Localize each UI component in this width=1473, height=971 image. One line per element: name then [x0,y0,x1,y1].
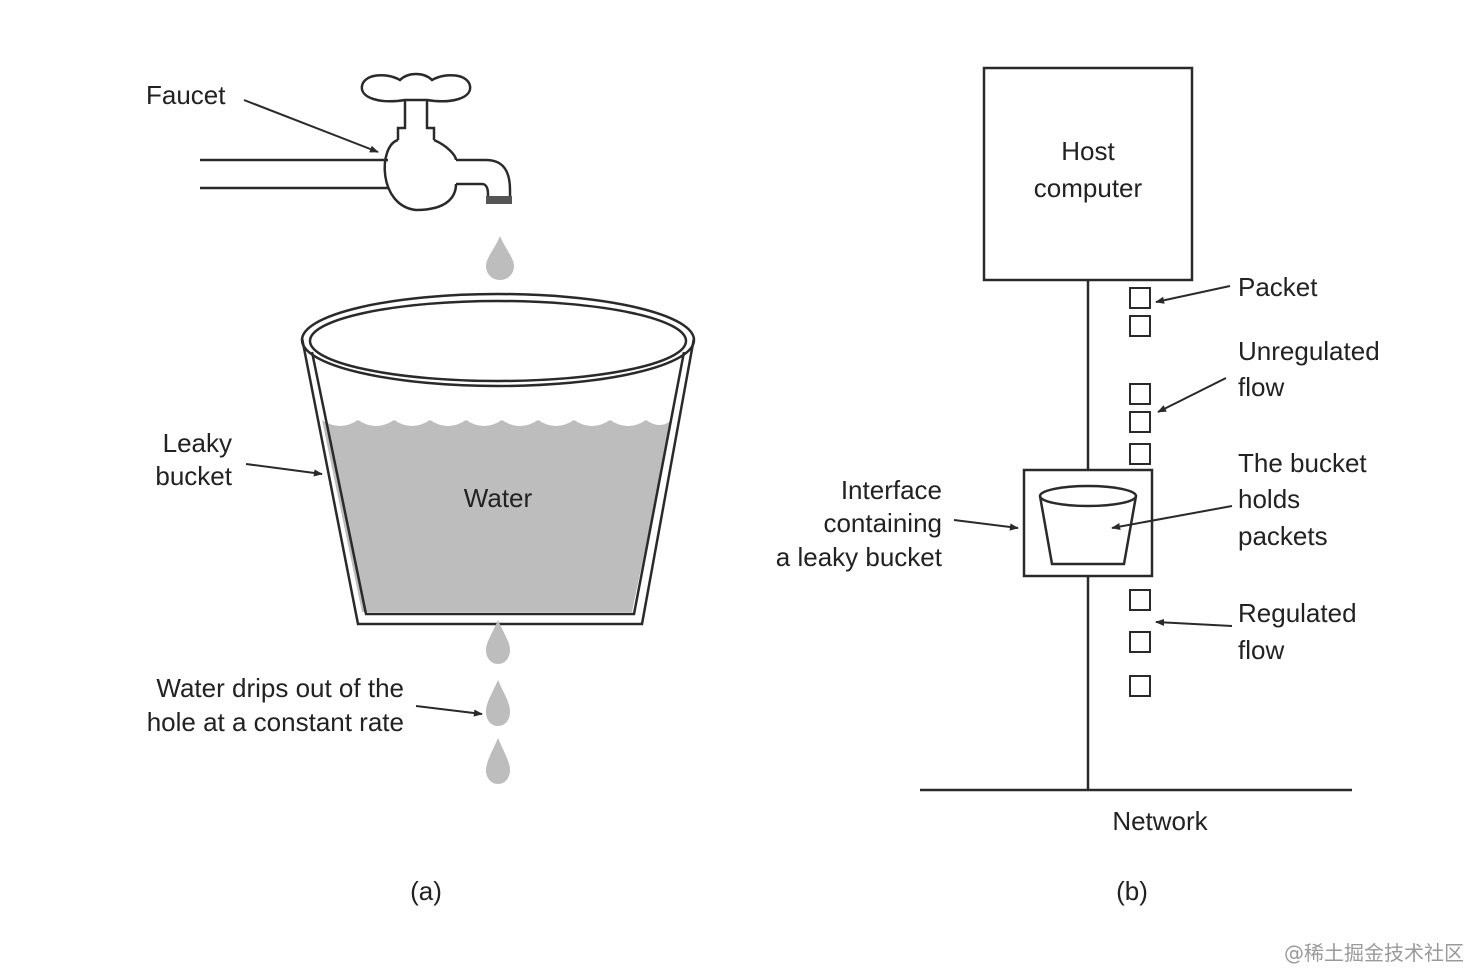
interface-label-line1: Interface [841,475,942,505]
interface-label-line2: containing [823,508,942,538]
drips-arrow [415,705,483,717]
host-label-line1: Host [1061,136,1115,166]
water-drop-icon [486,236,514,280]
bucket-label-line2: bucket [155,461,232,491]
packet [1129,589,1151,611]
small-bucket-icon [1038,484,1138,566]
bucket-holds-arrow [1111,505,1233,531]
water-drop-icon [486,680,510,726]
network-label: Network [1112,806,1208,836]
unregulated-label-line2: flow [1238,372,1284,402]
water-drop-icon [486,620,510,664]
panel-b: Host computer Network Packet Unreg [776,66,1380,906]
packet [1129,443,1151,465]
bucket-holds-label-line1: The bucket [1238,448,1367,478]
regulated-arrow [1155,618,1233,627]
bucket-arrow [245,463,323,477]
packet [1129,287,1151,309]
bucket-holds-label-line2: holds [1238,484,1300,514]
interface-arrow [953,519,1019,531]
watermark: @稀土掘金技术社区 [1284,941,1464,965]
packet-label: Packet [1238,272,1318,302]
packet [1129,631,1151,653]
water-label: Water [464,483,533,513]
bucket-holds-label-line3: packets [1238,521,1328,551]
packet-arrow [1155,285,1231,304]
faucet-label: Faucet [146,80,226,110]
packet [1129,675,1151,697]
regulated-label-line1: Regulated [1238,598,1357,628]
water-fill [322,420,672,612]
unregulated-label-line1: Unregulated [1238,336,1380,366]
bucket-label-line1: Leaky [163,428,232,458]
packet [1129,411,1151,433]
interface-box [1022,468,1154,578]
faucet-arrow [243,99,379,153]
drips-label-line2: hole at a constant rate [147,707,404,737]
water-drop-icon [486,738,510,784]
drips-label-line1: Water drips out of the [156,673,404,703]
packet [1129,383,1151,405]
leaky-bucket-icon [300,292,696,626]
unregulated-arrow [1157,377,1227,413]
interface-label-line3: a leaky bucket [776,542,943,572]
caption-a: (a) [410,876,442,906]
caption-b: (b) [1116,876,1148,906]
panel-a: Faucet Leaky bucket Water Water drips ou… [146,72,696,906]
host-label-line2: computer [1034,173,1143,203]
regulated-label-line2: flow [1238,635,1284,665]
faucet-icon [200,72,512,212]
packet [1129,315,1151,337]
